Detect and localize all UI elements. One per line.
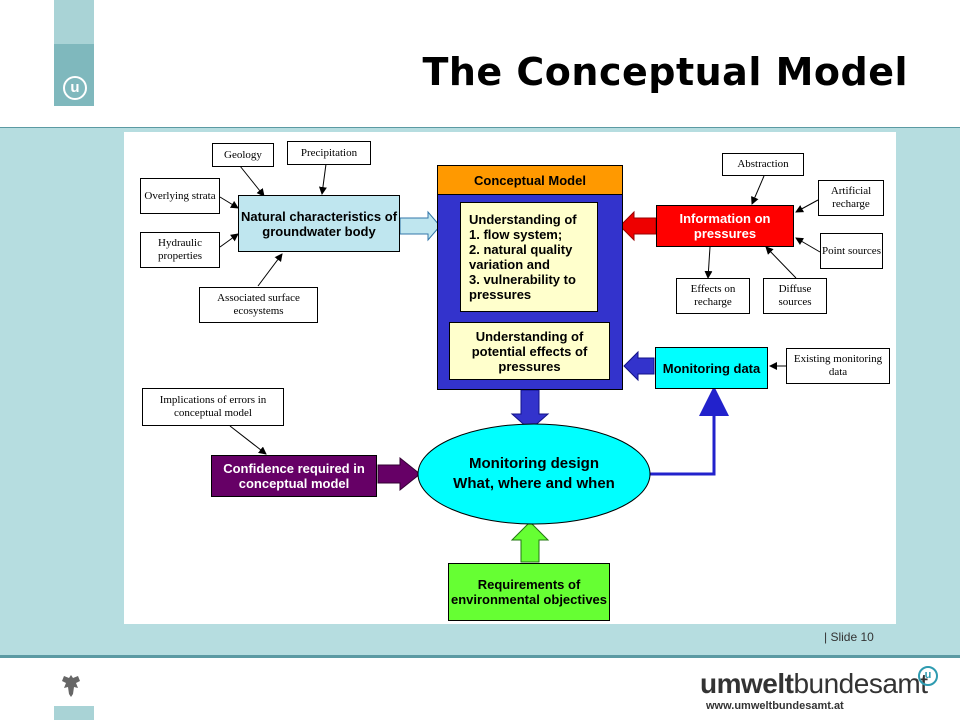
design-to-monitoring-arrow [648, 386, 729, 476]
point-arrow [795, 237, 821, 253]
effects-on-recharge-box: Effects on recharge [676, 278, 750, 314]
understanding-flow-box: Understanding of 1. flow system; 2. natu… [460, 202, 598, 312]
umweltbundesamt-logo-icon: u [63, 76, 87, 100]
confidence-required-box: Confidence required in conceptual model [211, 455, 377, 497]
implications-of-errors-box: Implications of errors in conceptual mod… [142, 388, 284, 426]
brand-wordmark: umweltbundesamt [700, 668, 928, 700]
natural-to-model-arrow [399, 210, 441, 242]
geology-box: Geology [212, 143, 274, 167]
natural-characteristics-box: Natural characteristics of groundwater b… [238, 195, 400, 252]
model-to-design-arrow [510, 389, 550, 431]
requirements-box: Requirements of environmental objectives [448, 563, 610, 621]
diffuse-arrow [765, 246, 797, 279]
information-on-pressures-box: Information on pressures [656, 205, 794, 247]
brand-left: umwelt [700, 668, 794, 699]
slide-number: | Slide 10 [824, 630, 874, 644]
monitoring-design-label: Monitoring design What, where and when [453, 455, 615, 492]
brand-u-icon: u [918, 666, 938, 686]
brand-url: www.umweltbundesamt.at [706, 700, 844, 712]
artificial-arrow [795, 199, 819, 213]
surface-arrow [257, 253, 283, 287]
artificial-recharge-box: Artificial recharge [818, 180, 884, 216]
precipitation-box: Precipitation [287, 141, 371, 165]
austrian-eagle-icon [62, 675, 80, 697]
overlying-arrow [219, 196, 239, 209]
precipitation-arrow [318, 163, 327, 195]
page-title: The Conceptual Model [422, 50, 908, 94]
confidence-to-design-arrow [377, 456, 421, 492]
monitoring-data-box: Monitoring data [655, 347, 768, 389]
requirements-to-design-arrow [510, 521, 550, 563]
hydraulic-arrow [219, 233, 239, 248]
logo-strip-top [54, 0, 94, 44]
diffuse-sources-box: Diffuse sources [763, 278, 827, 314]
overlying-strata-box: Overlying strata [140, 178, 220, 214]
band-bottom-line [0, 655, 960, 658]
surface-ecosystems-box: Associated surface ecosystems [199, 287, 318, 323]
abstraction-box: Abstraction [722, 153, 804, 176]
existing-monitoring-data-box: Existing monitoring data [786, 348, 890, 384]
implications-arrow [229, 425, 267, 455]
point-sources-box: Point sources [820, 233, 883, 269]
geology-arrow [239, 165, 265, 197]
footer-strip [54, 706, 94, 720]
conceptual-model-header: Conceptual Model [437, 165, 623, 195]
pressures-to-model-arrow [619, 210, 657, 242]
effects-recharge-arrow [704, 246, 713, 279]
brand-right: bundesamt [793, 668, 928, 699]
logo-strip: u [54, 0, 94, 106]
understanding-effects-box: Understanding of potential effects of pr… [449, 322, 610, 380]
hydraulic-properties-box: Hydraulic properties [140, 232, 220, 268]
monitoring-design-ellipse [417, 423, 651, 525]
abstraction-arrow [751, 175, 765, 205]
monitoring-to-model-arrow [623, 350, 655, 382]
